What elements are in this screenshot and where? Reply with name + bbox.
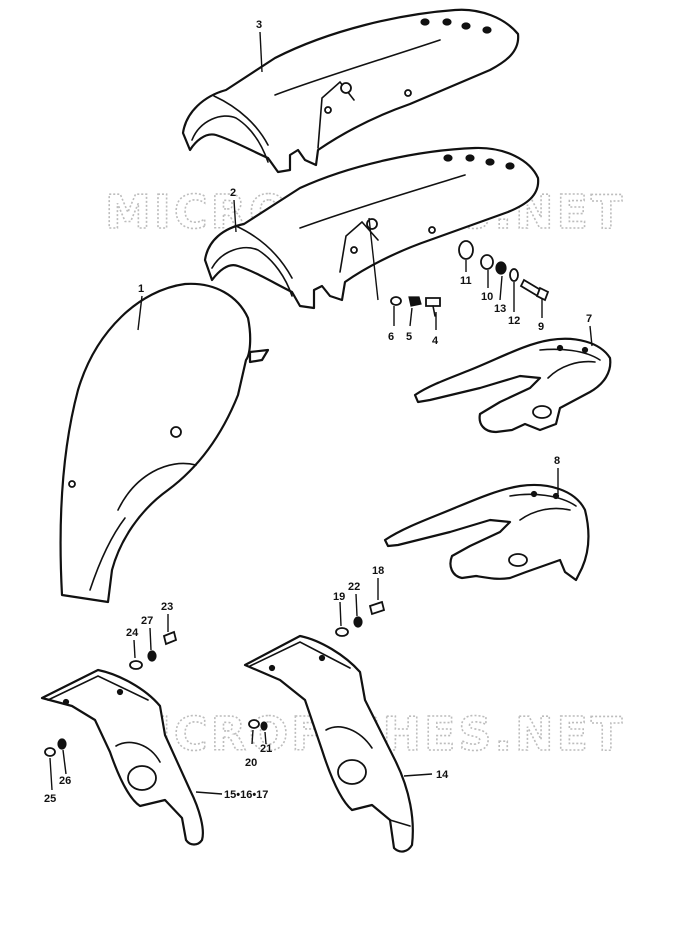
callout-11: 11 (460, 275, 472, 287)
hardware-23-24-27 (129, 630, 178, 670)
callout-23: 23 (161, 601, 173, 613)
callout-27: 27 (141, 615, 153, 627)
rear-fender-1 (59, 282, 270, 604)
callout-7: 7 (586, 313, 592, 325)
callout-4: 4 (432, 335, 439, 347)
callout-9: 9 (538, 321, 544, 333)
hardware-4-5-6 (390, 296, 441, 317)
callout-22: 22 (348, 581, 360, 593)
callout-19: 19 (333, 591, 345, 603)
callout-13: 13 (494, 303, 506, 315)
callout-labels: 3 2 1 6 5 4 11 10 13 12 9 7 8 18 22 19 2… (44, 19, 592, 805)
callout-10: 10 (481, 291, 493, 303)
leader-lines (49, 31, 593, 795)
callout-5: 5 (406, 331, 412, 343)
callout-2: 2 (230, 187, 236, 199)
fender-cover-3 (181, 8, 520, 174)
callout-8: 8 (554, 455, 560, 467)
hardware-9-13 (458, 240, 550, 302)
callout-18: 18 (372, 565, 384, 577)
hardware-20-21 (248, 719, 268, 731)
callout-3: 3 (256, 19, 262, 31)
callout-12: 12 (508, 315, 520, 327)
callout-25: 25 (44, 793, 56, 805)
side-bracket-15-16-17 (40, 668, 204, 846)
side-bracket-14 (243, 634, 414, 853)
bracket-8 (383, 484, 590, 582)
callout-21: 21 (260, 743, 272, 755)
bracket-7 (413, 337, 612, 434)
callout-20: 20 (245, 757, 257, 769)
hardware-18-19-22 (335, 600, 386, 637)
callout-14: 14 (436, 769, 449, 781)
hardware-25-26 (44, 738, 67, 757)
callout-1: 1 (138, 283, 144, 295)
callout-6: 6 (388, 331, 394, 343)
callout-24: 24 (126, 627, 139, 639)
callout-26: 26 (59, 775, 71, 787)
callout-15-16-17: 15•16•17 (224, 789, 268, 801)
